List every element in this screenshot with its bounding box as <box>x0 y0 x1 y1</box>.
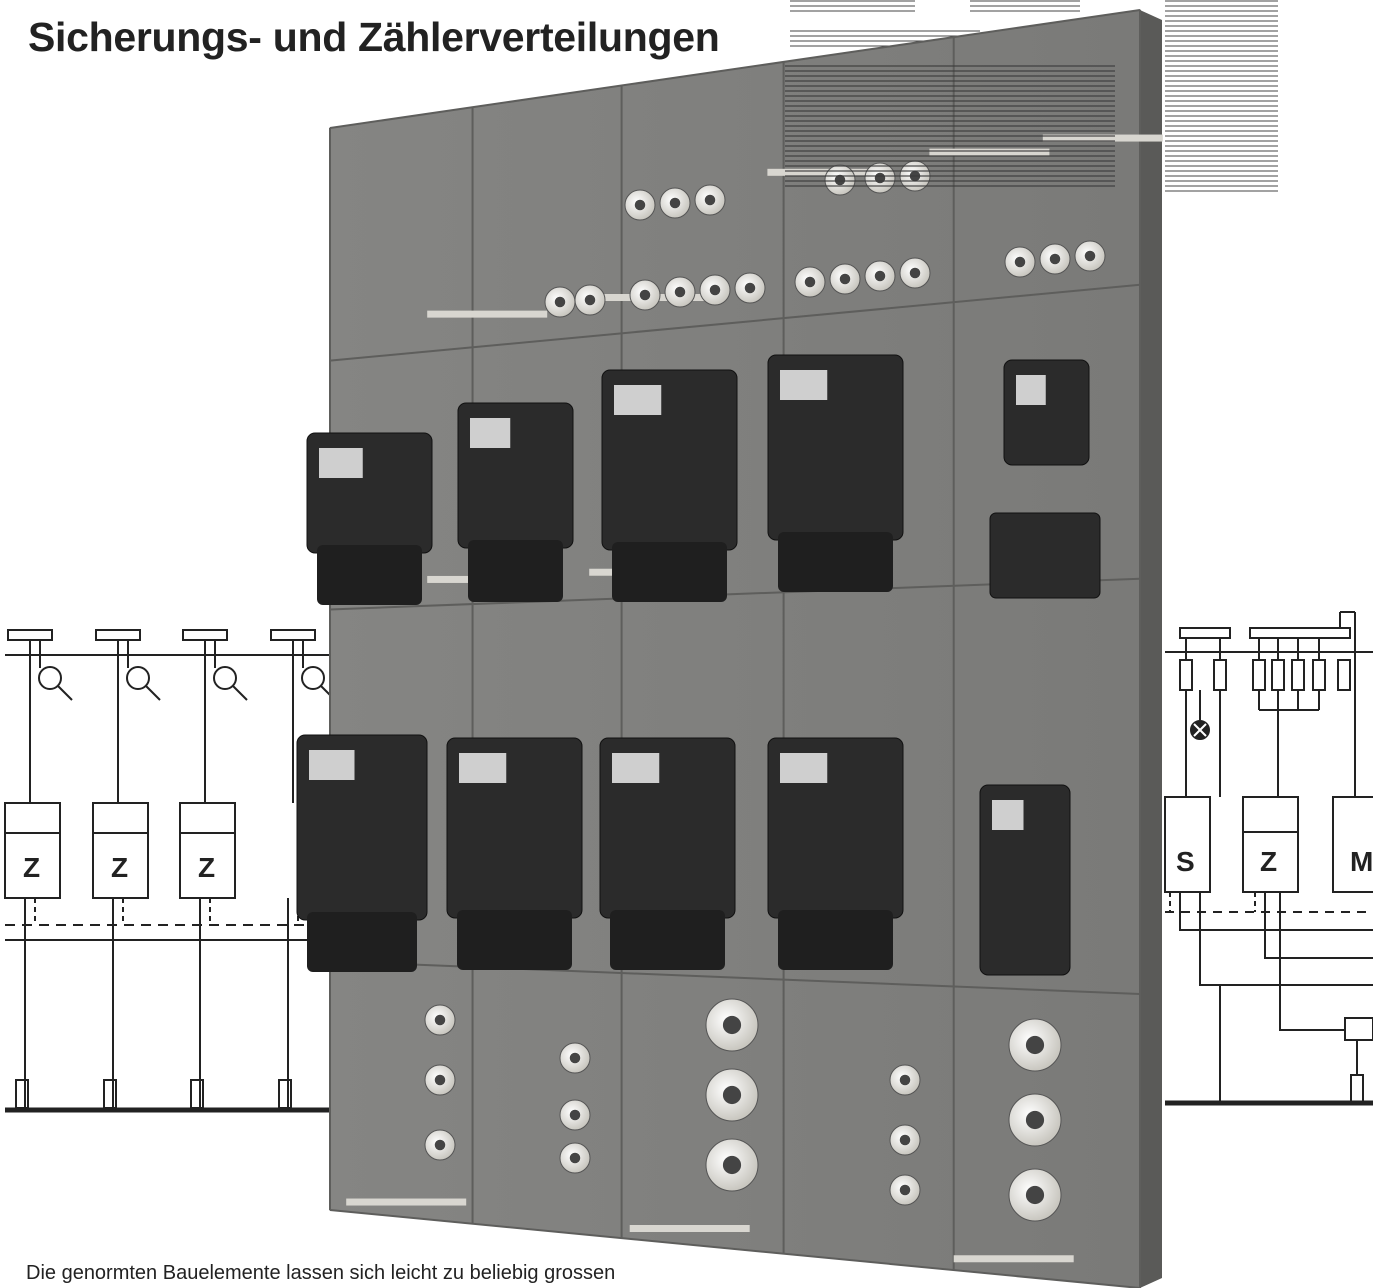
fuse-core <box>554 296 566 308</box>
meter-display <box>780 753 828 783</box>
meter-display <box>459 753 507 783</box>
fuse-core <box>639 289 651 301</box>
fuse-core <box>722 1085 742 1105</box>
switch-symbol <box>182 629 228 641</box>
relay-box <box>989 512 1101 599</box>
fuse-symbol <box>103 1079 117 1109</box>
fuse-symbol <box>278 1079 292 1109</box>
fuse-core <box>669 197 681 209</box>
lamp-tail <box>57 685 73 701</box>
fuse-core <box>744 282 756 294</box>
fuse-core <box>1014 256 1026 268</box>
meter-label-z: Z <box>23 852 40 883</box>
fuse-symbol <box>190 1079 204 1109</box>
switch-symbol <box>95 629 141 641</box>
meter-display <box>614 385 662 415</box>
panel-seam <box>329 1209 1141 1288</box>
fuse-core <box>569 1152 581 1164</box>
lamp-symbol <box>126 666 150 690</box>
fuse-core <box>674 286 686 298</box>
meter-display <box>780 370 828 400</box>
meter-box <box>92 802 149 899</box>
page-title: Sicherungs- und Zählerverteilungen <box>28 14 720 60</box>
schematic-label-m: M <box>1350 846 1373 877</box>
lamp-tail <box>232 685 248 701</box>
caption-text: Die genormten Bauelemente lassen sich le… <box>26 1262 616 1284</box>
fuse-core <box>1025 1035 1045 1055</box>
fuse-core <box>899 1074 911 1086</box>
meter-display <box>992 800 1024 830</box>
fuse-core <box>899 1184 911 1196</box>
meter-display <box>612 753 660 783</box>
meter-box <box>179 802 236 899</box>
fuse-core <box>704 194 716 206</box>
fuse-core <box>839 273 851 285</box>
meter-display <box>309 750 355 780</box>
schematic-label-z: Z <box>1260 846 1277 877</box>
lamp-symbol <box>38 666 62 690</box>
fuse-core <box>1049 253 1061 265</box>
label-strip <box>346 1198 467 1206</box>
lamp-symbol <box>213 666 237 690</box>
meter-terminal-cover <box>778 910 893 970</box>
fuse-core <box>899 1134 911 1146</box>
fuse-core <box>1025 1185 1045 1205</box>
fuse-core <box>1084 250 1096 262</box>
schematic-right-labels: S Z M <box>1176 846 1373 877</box>
switch-symbol <box>270 629 316 641</box>
label-strip <box>953 1255 1074 1263</box>
label-strip <box>427 310 548 318</box>
meter-display <box>470 418 511 448</box>
meter-terminal-cover <box>610 910 725 970</box>
lamp-symbol <box>301 666 325 690</box>
meter-terminal-cover <box>468 540 563 602</box>
fuse-core <box>434 1074 446 1086</box>
fuse-core <box>569 1109 581 1121</box>
fuse-core <box>709 284 721 296</box>
fuse-core <box>874 270 886 282</box>
fuse-core <box>569 1052 581 1064</box>
fuse-core <box>1025 1110 1045 1130</box>
electricity-meter <box>979 784 1071 976</box>
fuse-symbol <box>15 1079 29 1109</box>
meter-label-z: Z <box>198 852 215 883</box>
fuse-core <box>434 1139 446 1151</box>
meter-terminal-cover <box>317 545 422 605</box>
fuse-core <box>434 1014 446 1026</box>
meter-label-z: Z <box>111 852 128 883</box>
distribution-panel <box>296 9 1163 1288</box>
fuse-core <box>584 294 596 306</box>
panel-seam <box>329 9 1141 129</box>
schematic-label-s: S <box>1176 846 1195 877</box>
label-strip <box>629 1225 750 1233</box>
schematic-right <box>1164 611 1373 1106</box>
fuse-core <box>634 199 646 211</box>
meter-box <box>4 802 61 899</box>
meter-terminal-cover <box>457 910 572 970</box>
panel-seam <box>329 283 1141 362</box>
fuse-core <box>909 267 921 279</box>
fuse-core <box>804 276 816 288</box>
fuse-core <box>722 1015 742 1035</box>
switch-symbol <box>7 629 53 641</box>
meter-terminal-cover <box>612 542 727 602</box>
lamp-tail <box>145 685 161 701</box>
fuse-core <box>722 1155 742 1175</box>
meter-terminal-cover <box>307 912 417 972</box>
meter-terminal-cover <box>778 532 893 592</box>
meter-display <box>319 448 363 478</box>
meter-display <box>1016 375 1046 405</box>
